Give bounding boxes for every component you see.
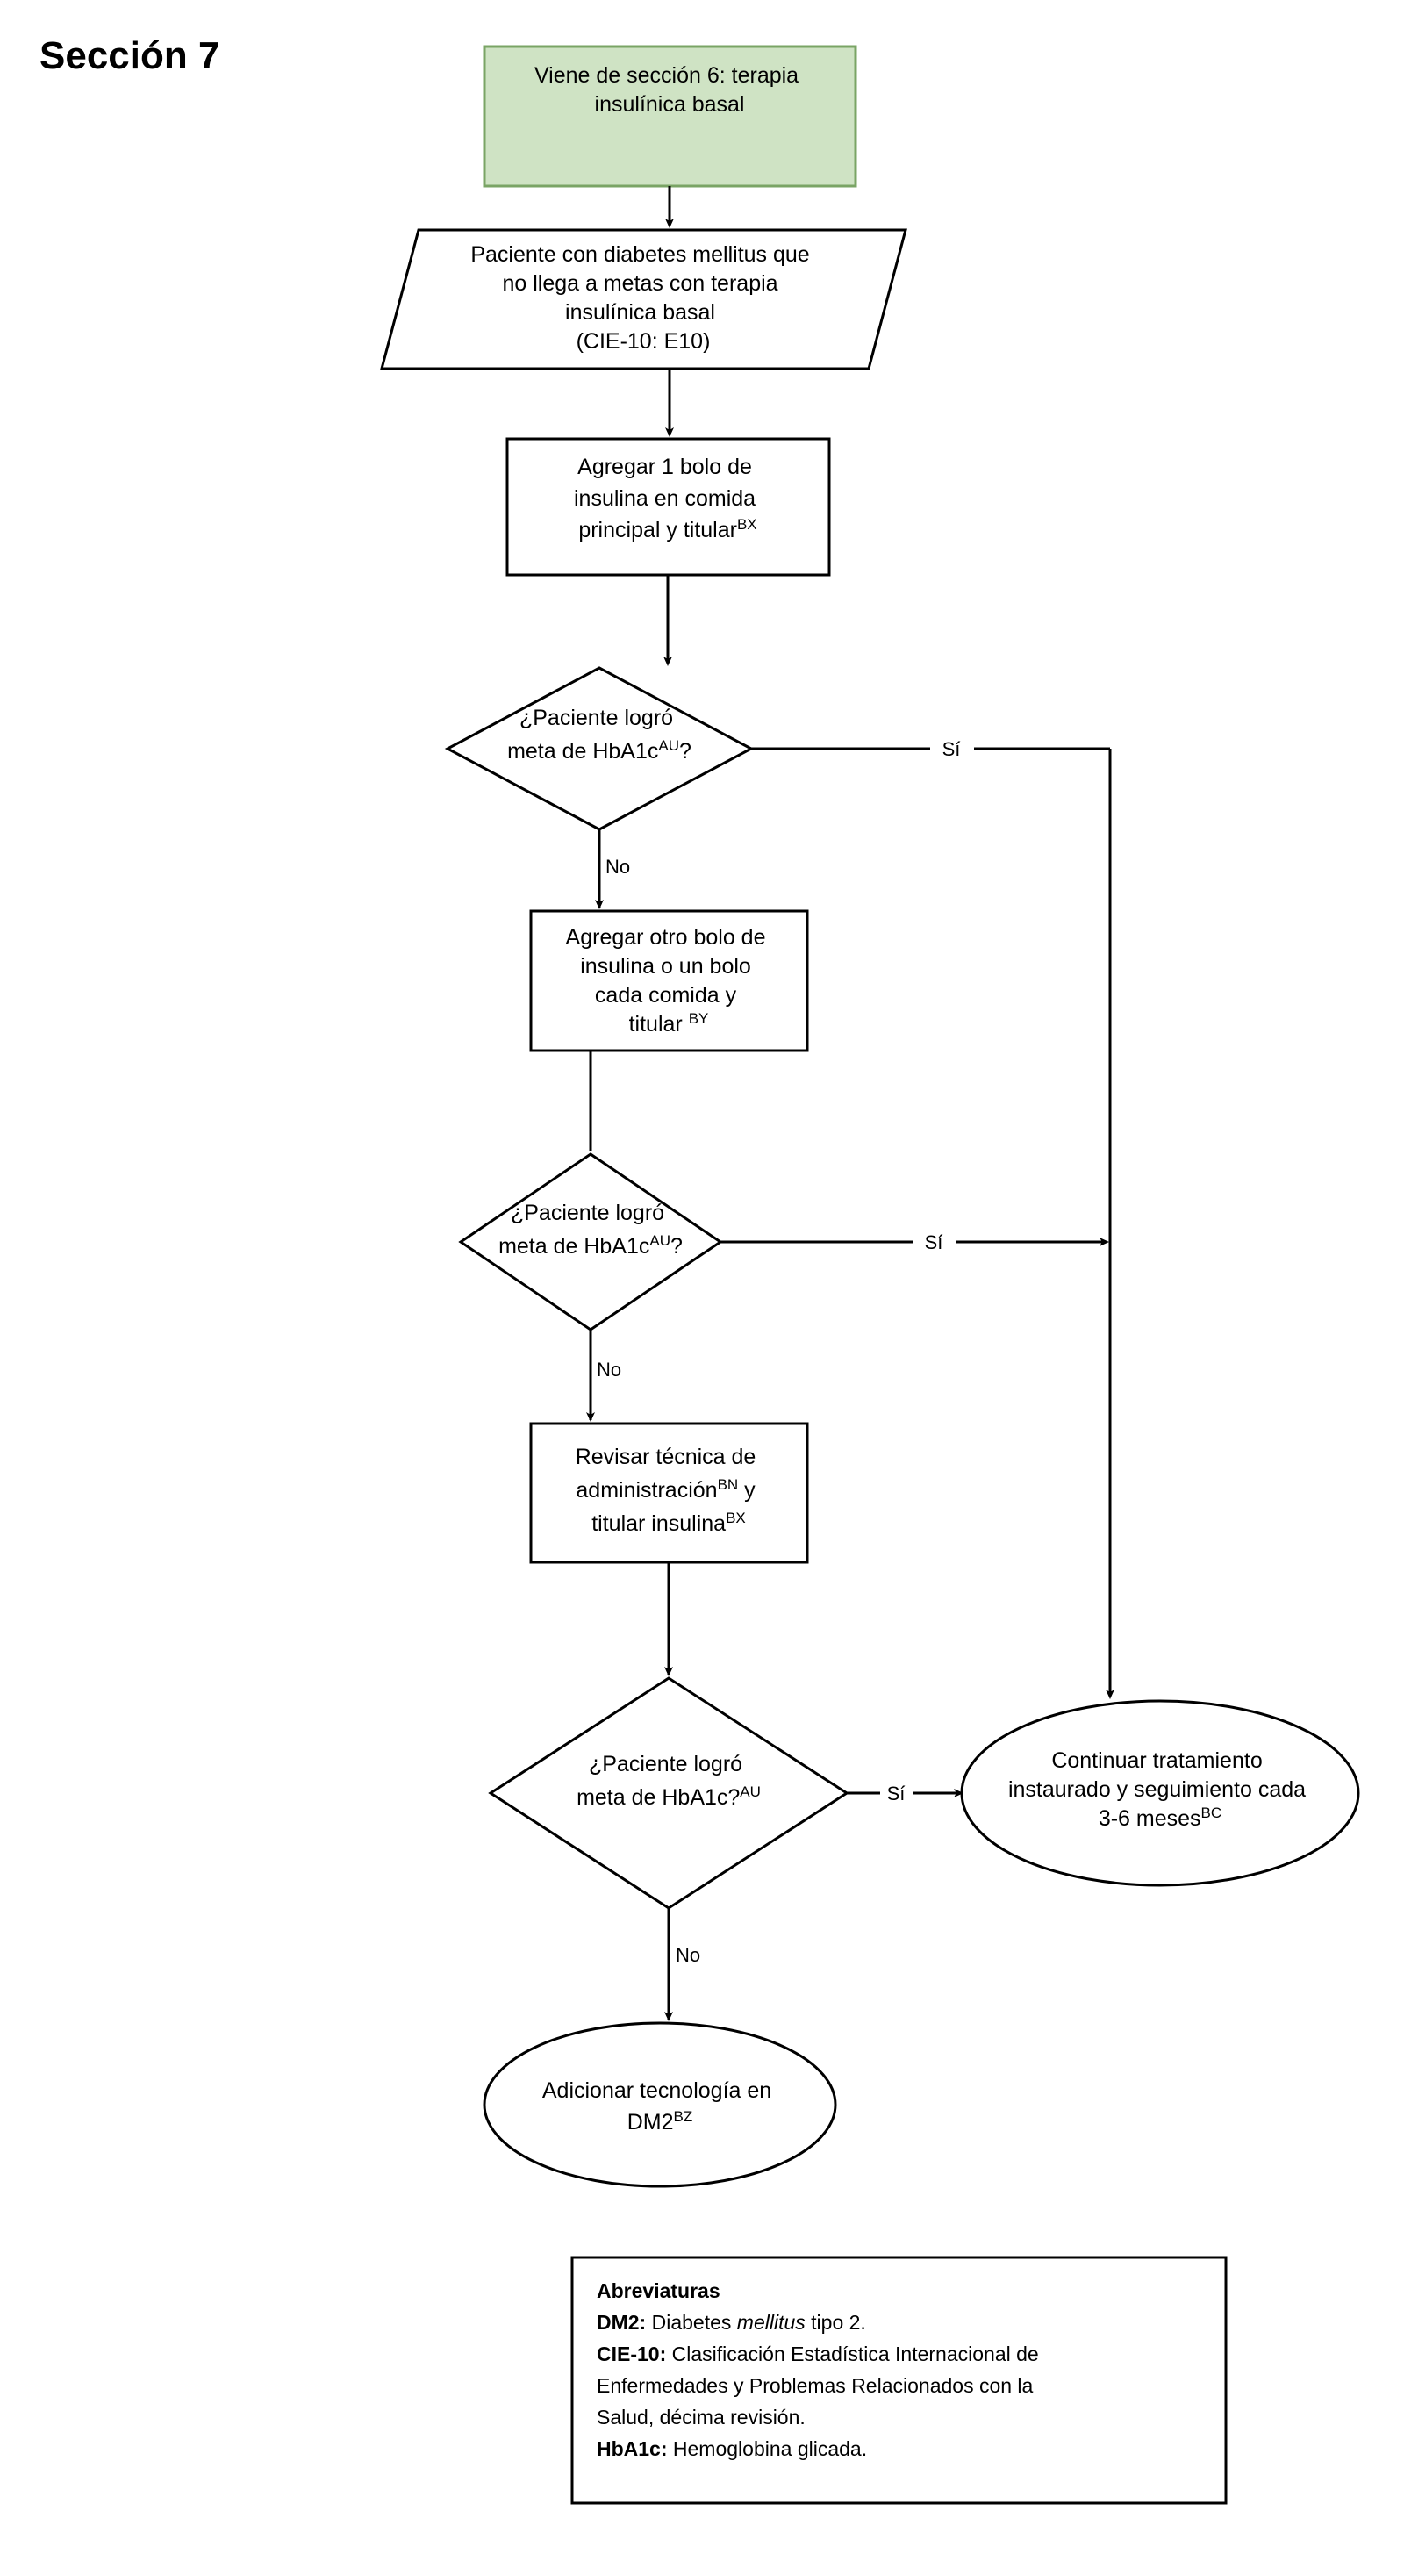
dec2-tail: ? bbox=[670, 1234, 683, 1259]
node-continue-label: Continuar tratamiento instaurado y segui… bbox=[1008, 1748, 1312, 1831]
node-proc3[interactable] bbox=[529, 1422, 809, 1564]
dec1-tail: ? bbox=[679, 739, 691, 764]
proc1-superscript: BX bbox=[737, 516, 757, 533]
cie10-line1: Clasificación Estadística Internacional … bbox=[666, 2343, 1038, 2365]
dec2-superscript: AU bbox=[649, 1232, 670, 1249]
abbreviations-box bbox=[570, 2256, 1228, 2505]
node-start-label: Viene de sección 6: terapia insulínica b… bbox=[534, 63, 805, 117]
node-proc2[interactable] bbox=[529, 909, 809, 1052]
node-dec2-label: ¿Paciente logró meta de HbA1cAU? bbox=[498, 1201, 683, 1259]
abbreviation-dm2: DM2: Diabetes mellitus tipo 2. bbox=[597, 2311, 866, 2334]
node-proc1[interactable] bbox=[505, 437, 831, 577]
proc2-superscript: BY bbox=[689, 1010, 709, 1027]
dm2-italic: mellitus bbox=[737, 2311, 806, 2334]
node-dec1-label: ¿Paciente logró meta de HbA1cAU? bbox=[507, 706, 691, 764]
node-add-technology[interactable] bbox=[483, 2021, 837, 2188]
proc3-line2: administración bbox=[576, 1478, 717, 1503]
page-title: Sección 7 bbox=[39, 34, 219, 77]
dm2-term: DM2: bbox=[597, 2311, 646, 2334]
node-patient[interactable] bbox=[380, 228, 907, 370]
node-dec3-label: ¿Paciente logró meta de HbA1c?AU bbox=[577, 1752, 761, 1810]
abbreviation-cie10-line3: Salud, décima revisión. bbox=[597, 2406, 806, 2429]
edge-label-no-2: No bbox=[597, 1359, 621, 1381]
tech-line2: DM2 bbox=[627, 2110, 674, 2135]
proc1-line3: principal y titular bbox=[578, 518, 737, 542]
proc3-superscript-2: BX bbox=[726, 1510, 746, 1526]
dec3-line2: meta de HbA1c? bbox=[577, 1785, 740, 1810]
tech-superscript: BZ bbox=[674, 2108, 693, 2125]
node-patient-label: Paciente con diabetes mellitus que no ll… bbox=[470, 242, 815, 354]
dm2-post: tipo 2. bbox=[806, 2311, 866, 2334]
node-proc2-label: Agregar otro bolo de insulina o un bolo … bbox=[566, 925, 772, 1037]
node-add-technology-label: Adicionar tecnología en DM2BZ bbox=[542, 2078, 777, 2135]
edge-label-yes-1: Sí bbox=[942, 738, 961, 760]
dec1-superscript: AU bbox=[658, 737, 679, 754]
node-continue-treatment[interactable] bbox=[960, 1699, 1360, 1887]
edge-label-yes-3: Sí bbox=[887, 1783, 906, 1805]
abbreviations-heading: Abreviaturas bbox=[597, 2279, 720, 2302]
edge-label-no-1: No bbox=[605, 856, 630, 878]
node-proc1-label: Agregar 1 bolo de insulina en comida pri… bbox=[574, 455, 762, 542]
dm2-pre: Diabetes bbox=[646, 2311, 737, 2334]
proc2-line4: titular bbox=[629, 1012, 683, 1037]
abbreviation-cie10: CIE-10: Clasificación Estadística Intern… bbox=[597, 2343, 1039, 2365]
continue-line3: 3-6 meses bbox=[1099, 1806, 1201, 1831]
dec1-line2: meta de HbA1c bbox=[507, 739, 658, 764]
edge-label-no-3: No bbox=[676, 1944, 700, 1966]
edge-label-yes-2: Sí bbox=[925, 1231, 943, 1253]
continue-superscript: BC bbox=[1201, 1805, 1222, 1821]
proc3-line3: titular insulina bbox=[591, 1511, 726, 1536]
abbreviation-cie10-line2: Enfermedades y Problemas Relacionados co… bbox=[597, 2374, 1034, 2397]
node-start[interactable] bbox=[483, 45, 857, 188]
dec2-line2: meta de HbA1c bbox=[498, 1234, 649, 1259]
hba1c-def: Hemoglobina glicada. bbox=[668, 2437, 868, 2460]
proc3-line2b: y bbox=[738, 1478, 756, 1503]
dec3-superscript: AU bbox=[740, 1783, 761, 1800]
node-proc3-label: Revisar técnica de administraciónBN y ti… bbox=[576, 1445, 763, 1536]
cie10-term: CIE-10: bbox=[597, 2343, 666, 2365]
proc3-superscript-1: BN bbox=[718, 1476, 739, 1493]
hba1c-term: HbA1c: bbox=[597, 2437, 668, 2460]
abbreviation-hba1c: HbA1c: Hemoglobina glicada. bbox=[597, 2437, 867, 2460]
